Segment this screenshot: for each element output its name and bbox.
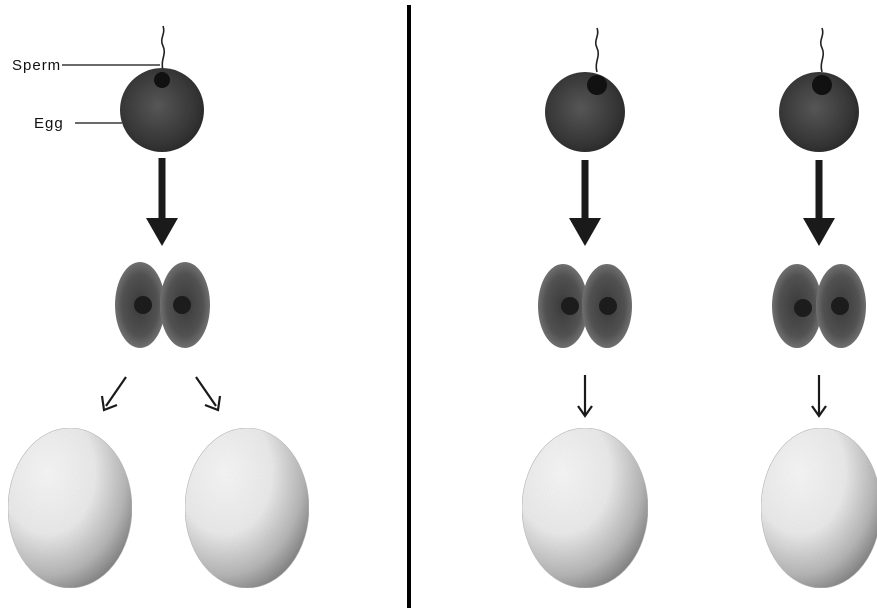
split-arrow-right — [196, 377, 220, 410]
two-cell-stage — [538, 264, 632, 348]
embryo-right — [185, 428, 309, 588]
fertilized-egg — [545, 72, 625, 152]
sperm-tail — [162, 26, 165, 70]
embryo — [522, 428, 648, 588]
fraternal-twins-panel — [522, 28, 877, 588]
sperm-tail — [596, 28, 599, 72]
down-arrow — [146, 158, 178, 246]
nucleus-right — [831, 297, 849, 315]
nucleus-right — [173, 296, 191, 314]
nucleus-left — [561, 297, 579, 315]
sperm-head — [587, 75, 607, 95]
identical-twins-panel: Sperm Egg — [8, 26, 309, 588]
split-arrow-left — [102, 377, 126, 410]
sperm-head — [154, 72, 170, 88]
embryo — [761, 428, 877, 588]
fraternal-column-1 — [522, 28, 648, 588]
egg-label: Egg — [34, 115, 64, 132]
two-cell-stage — [772, 264, 866, 348]
sperm-label: Sperm — [12, 57, 61, 74]
two-cell-stage — [115, 262, 210, 348]
nucleus-left — [794, 299, 812, 317]
small-down-arrow — [578, 375, 592, 416]
small-down-arrow — [812, 375, 826, 416]
down-arrow — [569, 160, 601, 246]
embryo-left — [8, 428, 132, 588]
fraternal-column-2 — [761, 28, 877, 588]
sperm-head — [812, 75, 832, 95]
sperm-tail — [821, 28, 824, 72]
nucleus-right — [599, 297, 617, 315]
nucleus-left — [134, 296, 152, 314]
down-arrow — [803, 160, 835, 246]
